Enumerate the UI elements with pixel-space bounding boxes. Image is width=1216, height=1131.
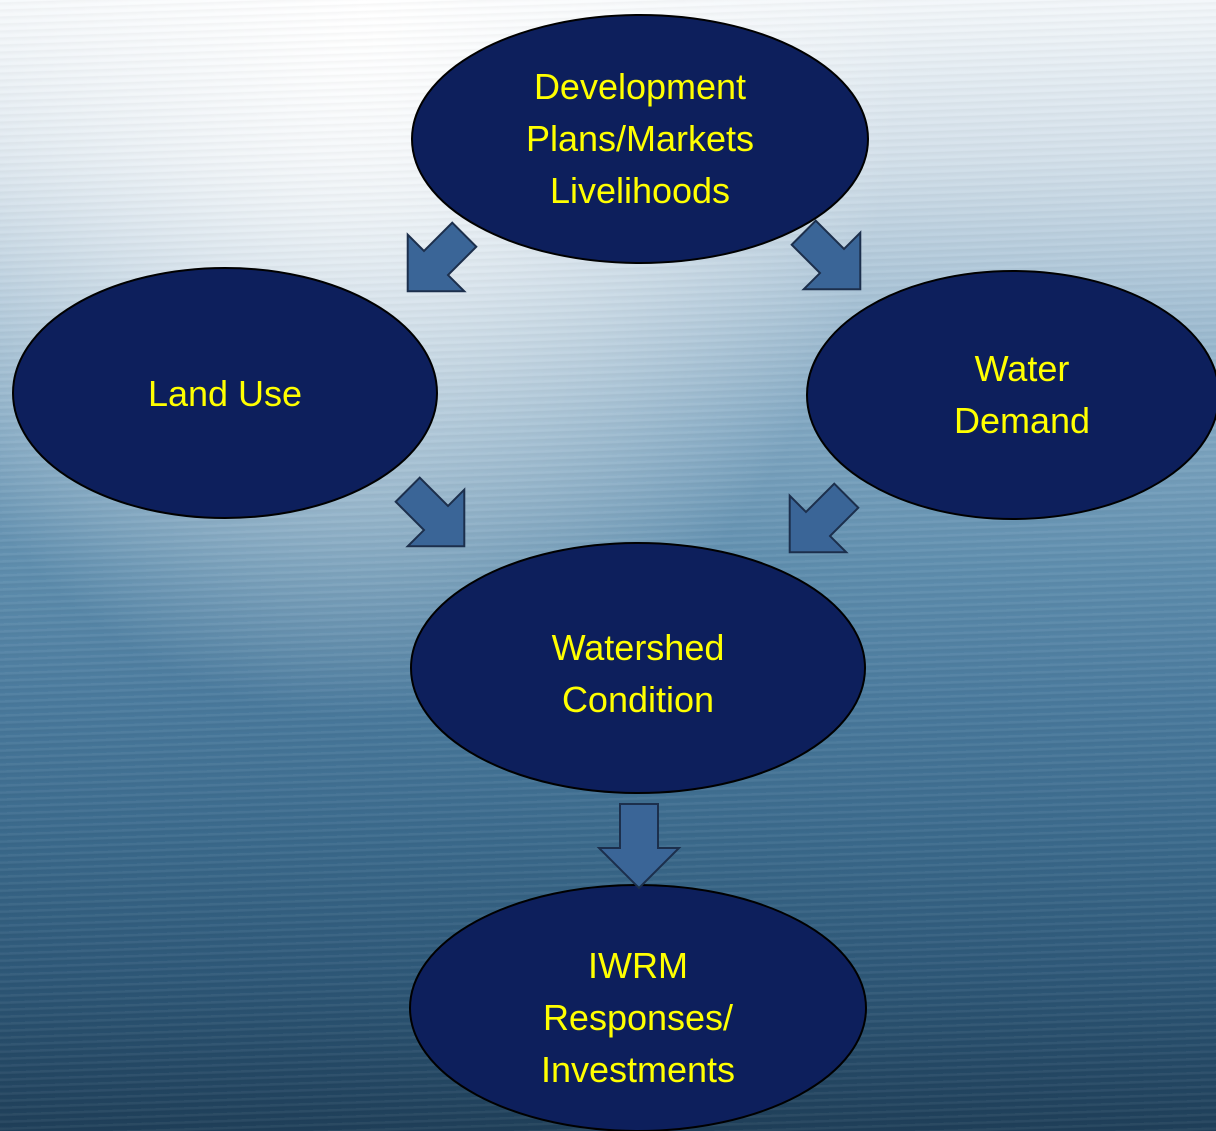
node-iwrm-line-3: Investments (540, 1049, 736, 1090)
node-watershed-line-2: Condition (561, 679, 715, 720)
node-land-use-shape (12, 267, 438, 519)
arrow-watershed-to-iwrm (596, 803, 682, 890)
arrow-development-to-water-demand (790, 219, 862, 291)
node-watershed-line-1: Watershed (551, 627, 725, 668)
node-development-shape (411, 14, 869, 264)
arrow-land-use-to-watershed (394, 476, 466, 548)
node-development: Development Plans/Markets Livelihoods (452, 57, 828, 221)
node-water-demand-line-2: Demand (953, 400, 1091, 441)
arrow-development-to-land-use (406, 221, 478, 293)
node-iwrm-line-1: IWRM (588, 945, 688, 986)
node-watershed: Watershed Condition (488, 622, 788, 726)
node-water-demand: Water Demand (872, 343, 1172, 447)
node-land-use: Land Use (80, 368, 370, 420)
node-iwrm: IWRM Responses/ Investments (488, 940, 788, 1096)
node-water-demand-shape (806, 270, 1216, 520)
node-development-line-1: Development (533, 66, 747, 107)
node-water-demand-line-1: Water (974, 348, 1070, 389)
node-land-use-line-1: Land Use (147, 373, 303, 414)
arrow-water-demand-to-watershed (788, 482, 860, 554)
node-iwrm-line-2: Responses/ (542, 997, 734, 1038)
node-development-line-3: Livelihoods (549, 170, 731, 211)
node-watershed-shape (410, 542, 866, 794)
node-development-line-2: Plans/Markets (525, 118, 755, 159)
